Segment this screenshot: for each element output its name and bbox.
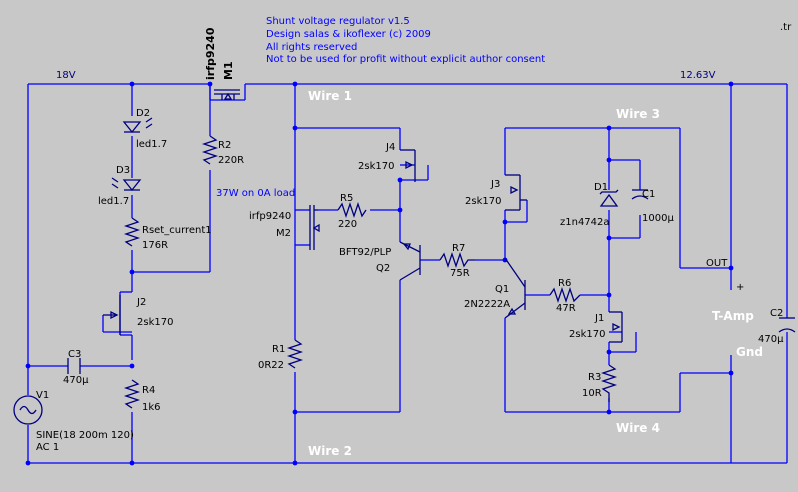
r3-resistor-symbol bbox=[600, 364, 618, 402]
jfet-j1-symbol bbox=[609, 311, 623, 343]
q1-value: 2N2222A bbox=[464, 299, 510, 310]
r5-value: 220 bbox=[338, 219, 357, 230]
transistor-q2-symbol bbox=[399, 241, 421, 281]
r3-value: 10R bbox=[582, 388, 602, 399]
r6-resistor-symbol bbox=[549, 286, 581, 304]
m1-ref: M1 bbox=[222, 61, 235, 80]
c1-ref: C1 bbox=[642, 189, 655, 200]
r7-ref: R7 bbox=[452, 243, 465, 254]
transistor-q1-symbol bbox=[504, 257, 526, 319]
power-note: 37W on 0A load bbox=[216, 188, 295, 199]
r3-ref: R3 bbox=[588, 372, 601, 383]
d3-ref: D3 bbox=[116, 165, 130, 176]
d1-ref: D1 bbox=[594, 182, 608, 193]
v1-ref: V1 bbox=[36, 390, 49, 401]
c2-ref: C2 bbox=[770, 308, 783, 319]
q2-value: BFT92/PLP bbox=[339, 247, 391, 258]
c3-ref: C3 bbox=[68, 349, 81, 360]
r1-ref: R1 bbox=[272, 344, 285, 355]
r7-resistor-symbol bbox=[439, 251, 475, 269]
corner-fragment: .tr bbox=[780, 22, 792, 33]
rset-ref: Rset_current1 bbox=[142, 225, 212, 236]
j4-ref: J4 bbox=[385, 142, 395, 153]
plus-label: + bbox=[736, 282, 744, 293]
wire3-label: Wire 3 bbox=[616, 107, 660, 121]
j4-value: 2sk170 bbox=[358, 161, 394, 172]
zener-d1-symbol bbox=[599, 189, 619, 207]
j1-value: 2sk170 bbox=[569, 329, 605, 340]
mosfet-m1-symbol bbox=[214, 89, 240, 100]
r4-value: 1k6 bbox=[142, 402, 161, 413]
tamp-label: T-Amp bbox=[712, 309, 754, 323]
wire2-label: Wire 2 bbox=[308, 444, 352, 458]
r6-value: 47R bbox=[556, 303, 576, 314]
d1-value: z1n4742a bbox=[560, 217, 610, 228]
r5-resistor-symbol bbox=[337, 201, 367, 219]
net-vout-label: 12.63V bbox=[680, 70, 716, 81]
title-line-2: Design salas & ikoflexer (c) 2009 bbox=[266, 29, 431, 40]
c2-value: 470µ bbox=[758, 334, 784, 345]
wire1-label: Wire 1 bbox=[308, 89, 352, 103]
out-label: OUT bbox=[706, 258, 728, 269]
mosfet-m2-symbol bbox=[309, 205, 320, 250]
r7-value: 75R bbox=[450, 268, 470, 279]
rset-resistor-symbol bbox=[123, 217, 141, 247]
jfet-j3-symbol bbox=[505, 174, 527, 211]
voltage-source-v1-symbol bbox=[13, 395, 43, 425]
wire4-label: Wire 4 bbox=[616, 421, 660, 435]
capacitor-c3-symbol bbox=[67, 358, 81, 374]
c1-value: 1000µ bbox=[642, 213, 674, 224]
gnd-label: Gnd bbox=[736, 345, 763, 359]
m2-value: irfp9240 bbox=[249, 211, 291, 222]
r1-value: 0R22 bbox=[258, 360, 284, 371]
j3-value: 2sk170 bbox=[465, 196, 501, 207]
led-d3-symbol bbox=[111, 177, 142, 192]
j2-ref: J2 bbox=[136, 297, 146, 308]
title-line-1: Shunt voltage regulator v1.5 bbox=[266, 16, 410, 27]
r1-resistor-symbol bbox=[286, 339, 304, 369]
d2-ref: D2 bbox=[136, 108, 150, 119]
d2-value: led1.7 bbox=[136, 139, 167, 150]
v1-ac: AC 1 bbox=[36, 442, 59, 453]
r5-ref: R5 bbox=[340, 193, 353, 204]
title-line-4: Not to be used for profit without explic… bbox=[266, 54, 545, 65]
r4-resistor-symbol bbox=[123, 379, 141, 409]
c3-value: 470µ bbox=[63, 375, 89, 386]
rset-value: 176R bbox=[142, 240, 168, 251]
q2-ref: Q2 bbox=[376, 263, 390, 274]
title-line-3: All rights reserved bbox=[266, 42, 357, 53]
r2-value: 220R bbox=[218, 155, 244, 166]
m2-ref: M2 bbox=[276, 228, 291, 239]
r2-resistor-symbol bbox=[201, 135, 219, 165]
j2-value: 2sk170 bbox=[137, 317, 173, 328]
led-d2-symbol bbox=[122, 117, 153, 134]
jfet-j2-symbol bbox=[103, 295, 121, 335]
r6-ref: R6 bbox=[558, 278, 571, 289]
d3-value: led1.7 bbox=[98, 196, 129, 207]
net-vin-label: 18V bbox=[56, 70, 76, 81]
j1-ref: J1 bbox=[594, 313, 604, 324]
v1-value: SINE(18 200m 120) bbox=[36, 430, 134, 441]
jfet-j4-symbol bbox=[400, 149, 416, 182]
capacitor-c1-symbol bbox=[631, 189, 649, 200]
m1-value: irfp9240 bbox=[204, 27, 217, 80]
junctions bbox=[25, 81, 734, 466]
q1-ref: Q1 bbox=[495, 284, 509, 295]
r2-ref: R2 bbox=[218, 140, 231, 151]
r4-ref: R4 bbox=[142, 385, 155, 396]
j3-ref: J3 bbox=[490, 179, 500, 190]
title-block: Shunt voltage regulator v1.5 Design sala… bbox=[266, 16, 545, 65]
capacitor-c2-symbol bbox=[778, 317, 796, 333]
